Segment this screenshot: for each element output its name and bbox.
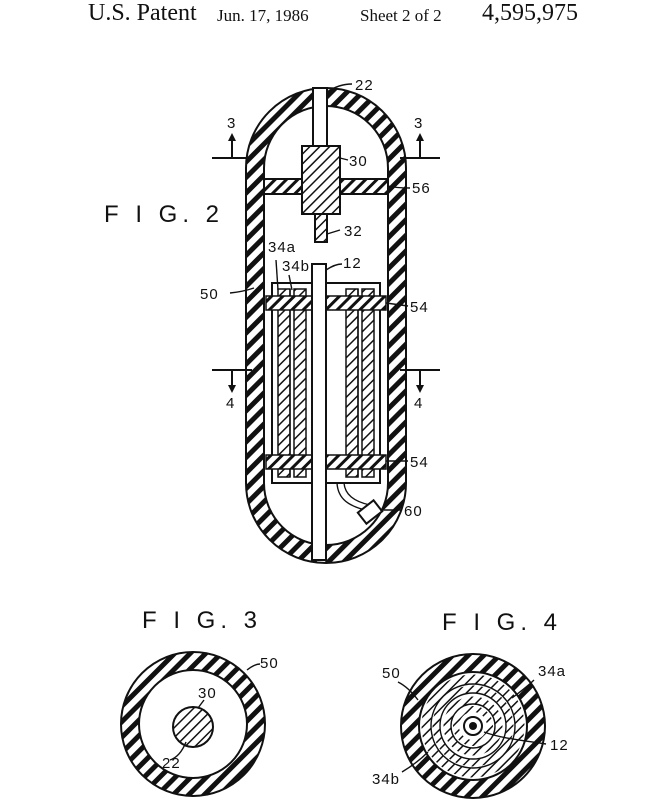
- label-50-fig2: 50: [200, 286, 219, 303]
- label-12-fig2: 12: [343, 255, 362, 272]
- fig4-electrode-inner: [443, 696, 503, 756]
- fig4-label-12: 12: [550, 737, 569, 754]
- fig4-label-50: 50: [382, 665, 401, 682]
- fig4-title: F I G. 4: [442, 609, 562, 636]
- label-60: 60: [404, 503, 423, 520]
- block-30: [301, 145, 341, 215]
- section-4-left: 4: [226, 395, 235, 412]
- label-54-top: 54: [410, 299, 429, 316]
- fig4-label-34b: 34b: [372, 771, 400, 788]
- label-34b-fig2: 34b: [282, 258, 310, 275]
- fig4-wall: [401, 654, 545, 798]
- fig3-wall: [121, 652, 265, 796]
- label-34a-fig2: 34a: [268, 239, 296, 256]
- fig3-label-30: 30: [198, 685, 217, 702]
- rod-32: [314, 213, 328, 243]
- rod-12: [311, 263, 327, 561]
- label-30: 30: [349, 153, 368, 170]
- fig3-block-30: [172, 706, 214, 748]
- label-54-bottom: 54: [410, 454, 429, 471]
- sheet-number: Sheet 2 of 2: [360, 6, 442, 25]
- fig3-label-22: 22: [162, 755, 181, 772]
- capsule-wall: [245, 87, 407, 564]
- fig2-title: F I G. 2: [104, 201, 224, 228]
- figure-2: F I G. 2 22 30 56 32 34a 34b 12 50 54 54…: [104, 77, 440, 564]
- patent-number: 4,595,975: [482, 0, 578, 26]
- fig3-label-50: 50: [260, 655, 279, 672]
- figure-4: F I G. 4 50 34a 12 34b: [372, 609, 569, 799]
- section-4-right: 4: [414, 395, 423, 412]
- fig4-label-34a: 34a: [538, 663, 566, 680]
- patent-label: U.S. Patent: [88, 0, 197, 26]
- fig3-title: F I G. 3: [142, 607, 262, 634]
- section-3-right: 3: [414, 115, 423, 132]
- terminal-60: [356, 498, 384, 526]
- section-3-left: 3: [227, 115, 236, 132]
- label-32: 32: [344, 223, 363, 240]
- label-22: 22: [355, 77, 374, 94]
- patent-date: Jun. 17, 1986: [217, 6, 309, 25]
- rod-22: [312, 87, 328, 147]
- label-56: 56: [412, 180, 431, 197]
- figure-3: F I G. 3 50 30 22: [120, 607, 279, 797]
- fig4-electrode-outer: [421, 674, 525, 778]
